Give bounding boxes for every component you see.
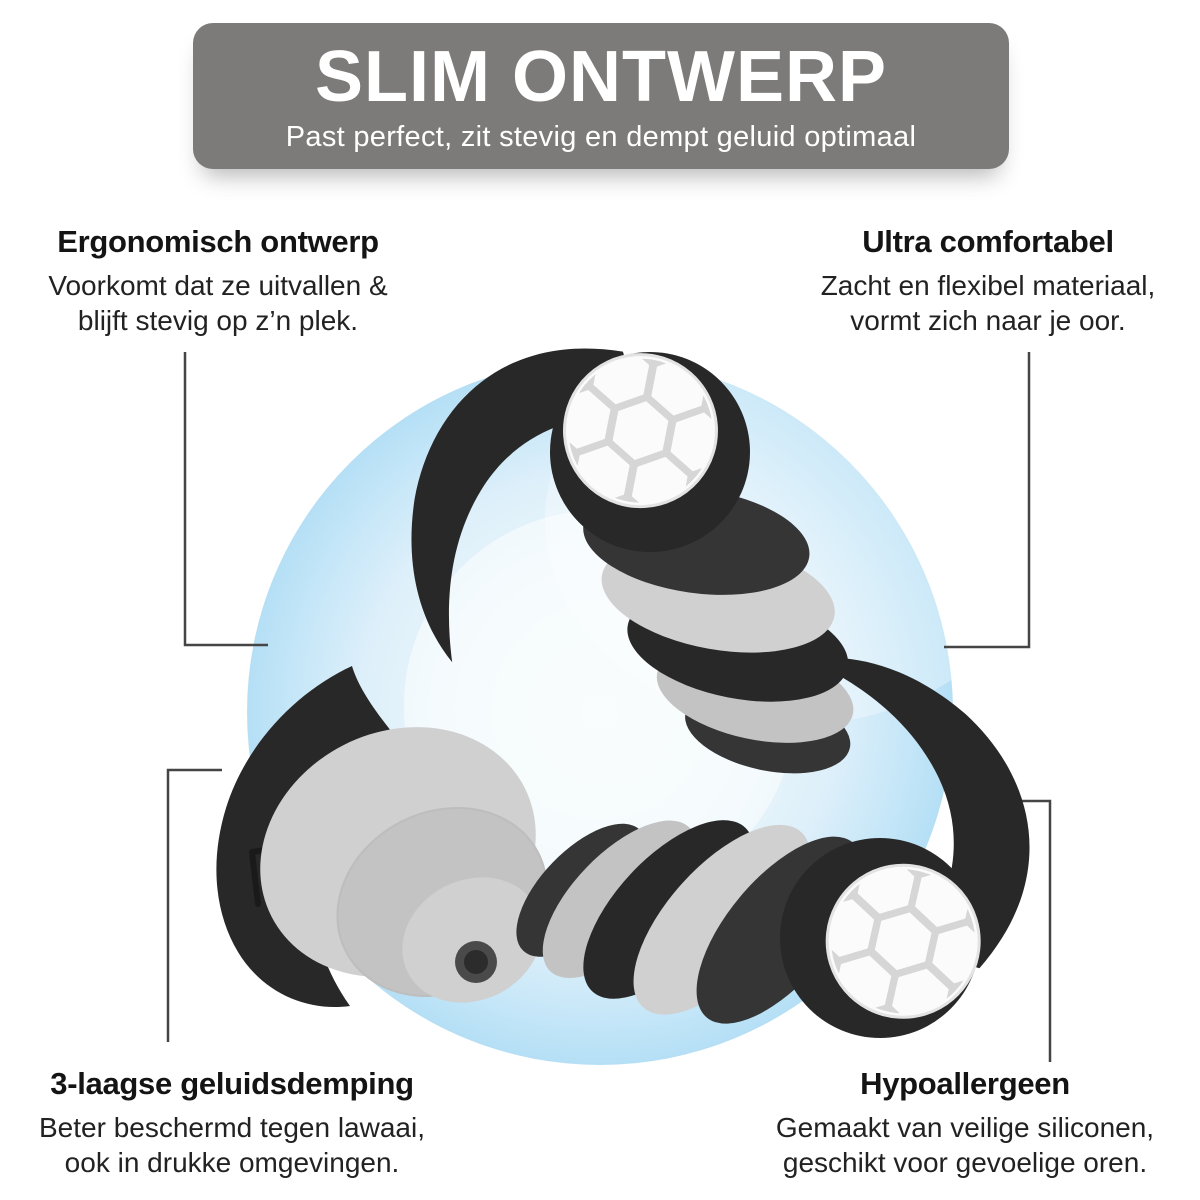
feature-ergonomic: Ergonomisch ontwerp Voorkomt dat ze uitv…	[20, 224, 416, 338]
feature-title: Ergonomisch ontwerp	[57, 224, 379, 259]
feature-hypoallergenic: Hypoallergeen Gemaakt van veilige silico…	[740, 1066, 1190, 1180]
feature-title: Ultra comfortabel	[862, 224, 1114, 259]
feature-text-line: Gemaakt van veilige siliconen,	[775, 1111, 1155, 1143]
feature-title: 3-laagse geluidsdemping	[50, 1066, 414, 1101]
feature-text-line: geschikt voor gevoelige oren.	[782, 1146, 1148, 1178]
banner: SLIM ONTWERP Past perfect, zit stevig en…	[193, 23, 1009, 169]
feature-text-line: blijft stevig op z’n plek.	[77, 304, 359, 336]
banner-subtitle: Past perfect, zit stevig en dempt geluid…	[285, 120, 917, 153]
feature-text-line: Beter beschermd tegen lawaai,	[39, 1111, 425, 1143]
feature-noise-damping: 3-laagse geluidsdemping Beter beschermd …	[14, 1066, 450, 1180]
callout-line-bottom-left	[166, 768, 222, 1042]
feature-text-line: ook in drukke omgevingen.	[64, 1146, 400, 1178]
earplug-bottom-left	[216, 666, 548, 1008]
feature-text-line: vormt zich naar je oor.	[850, 304, 1126, 336]
feature-comfort: Ultra comfortabel Zacht en flexibel mate…	[790, 224, 1186, 338]
banner-title: SLIM ONTWERP	[315, 36, 887, 117]
feature-title: Hypoallergeen	[860, 1066, 1070, 1101]
callout-line-top-right	[944, 352, 1031, 649]
feature-text-line: Zacht en flexibel materiaal,	[820, 269, 1156, 301]
callout-line-top-left	[183, 352, 268, 647]
feature-text-line: Voorkomt dat ze uitvallen &	[48, 269, 388, 301]
